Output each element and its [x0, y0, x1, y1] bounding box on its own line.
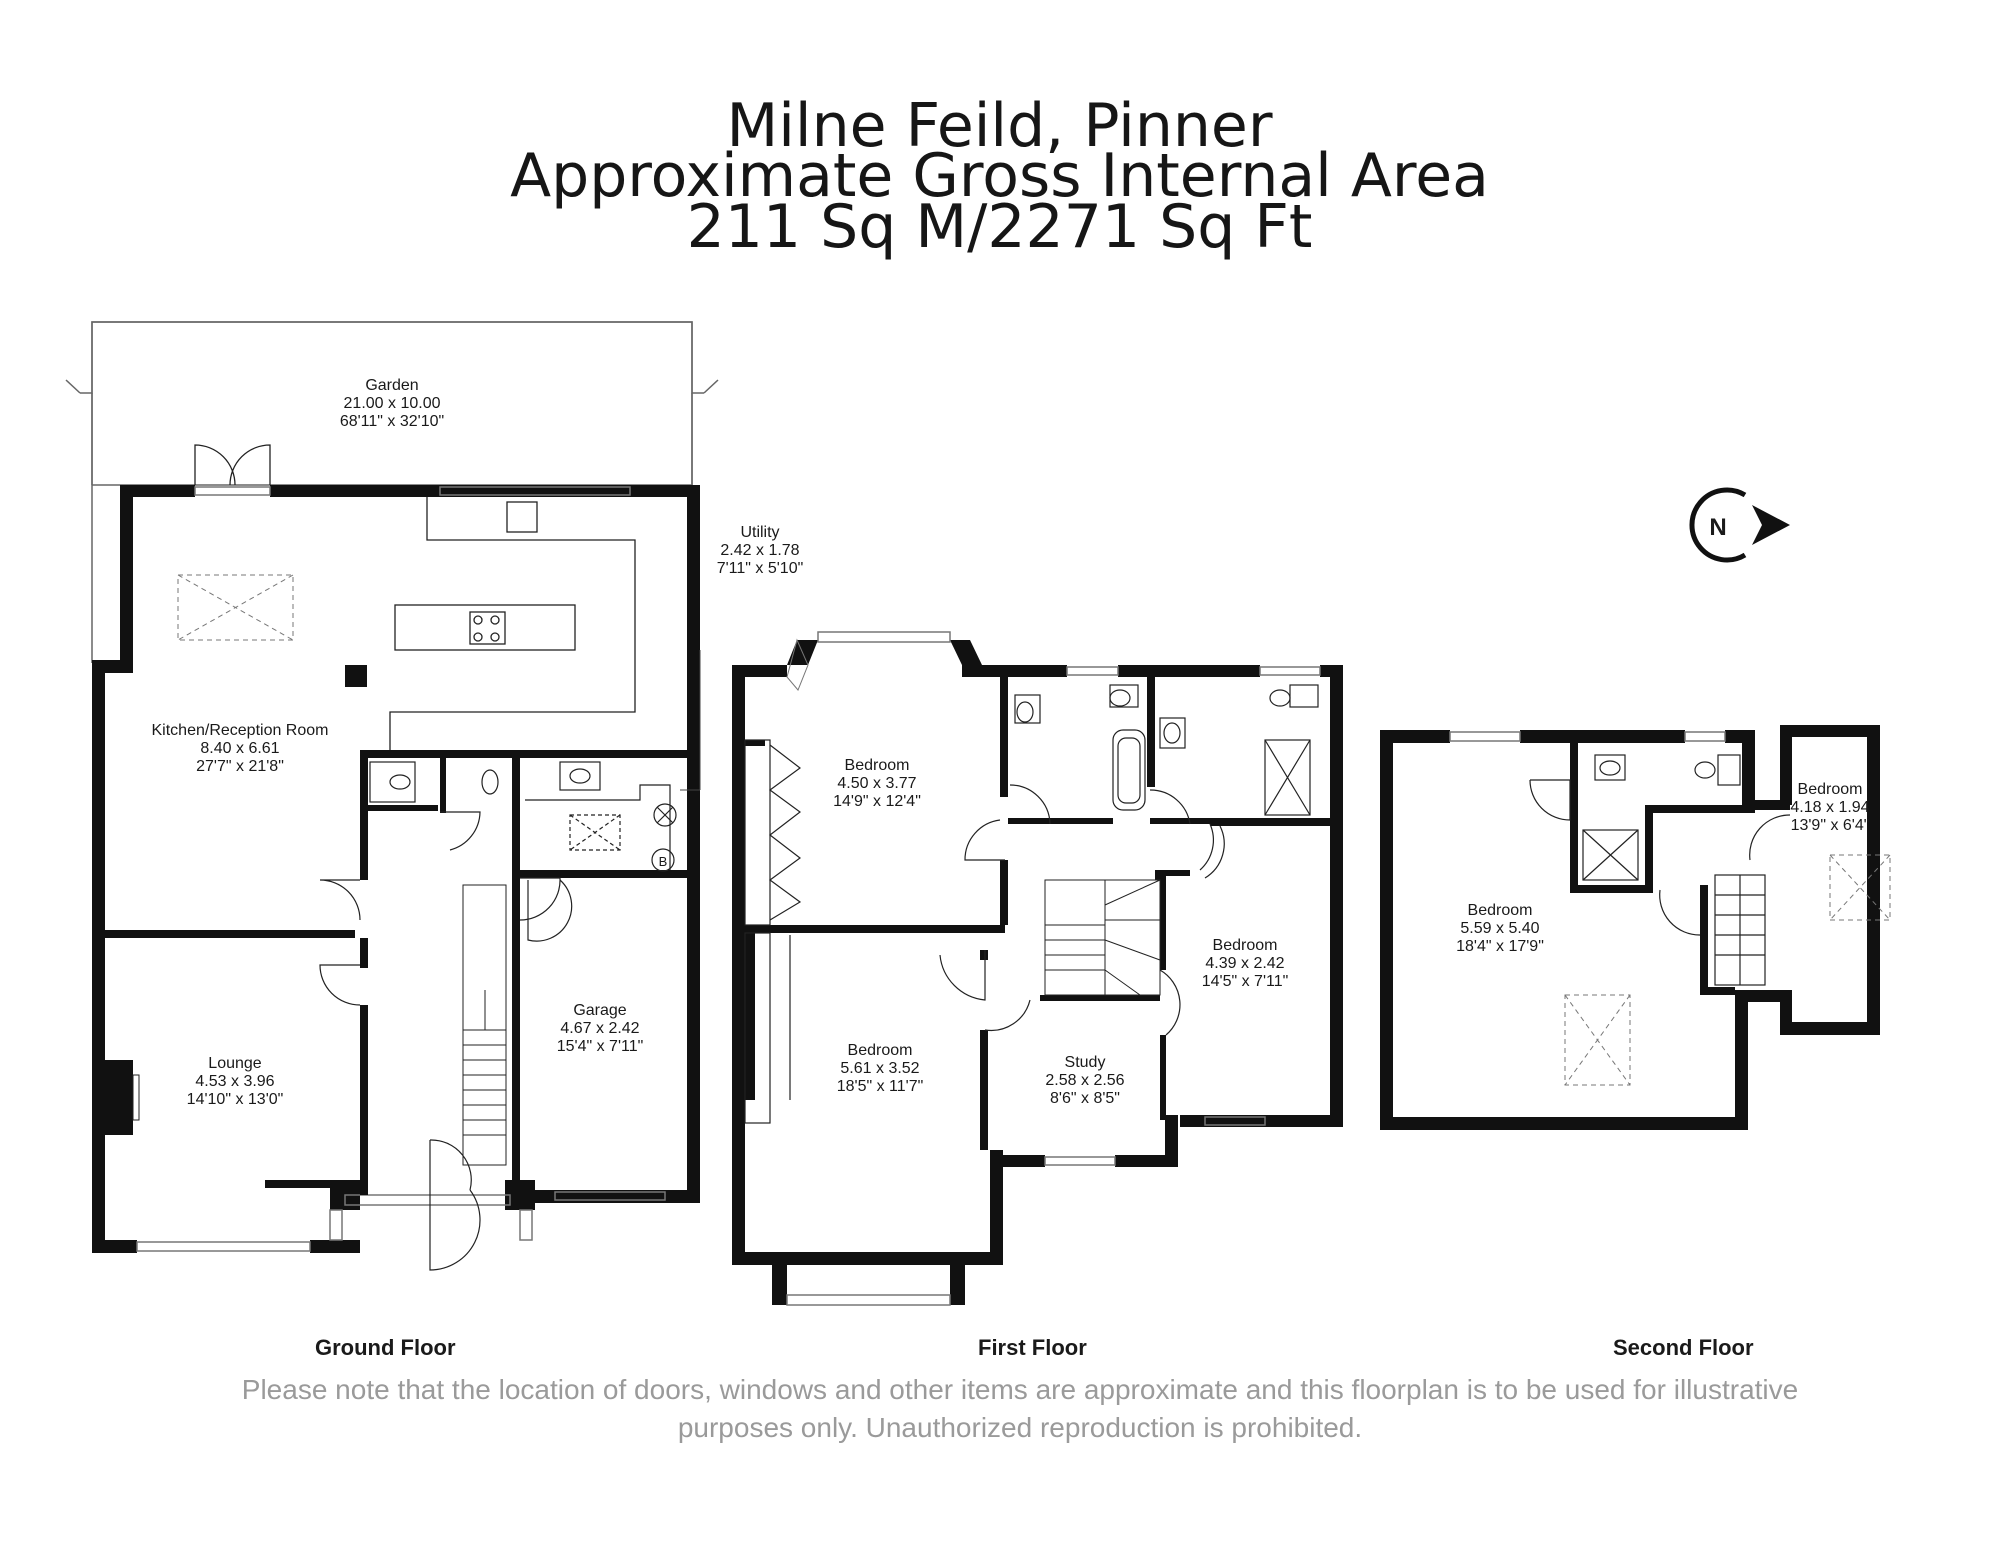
lounge-name: Lounge — [208, 1055, 261, 1072]
title-line-2: Approximate Gross Internal Area — [510, 141, 1489, 211]
kitchen-metric: 8.40 x 6.61 — [200, 740, 279, 757]
garden-french-doors — [194, 444, 271, 486]
second-room-labels: Bedroom 5.59 x 5.40 18'4" x 17'9" Bedroo… — [1456, 781, 1870, 955]
lounge-metric: 4.53 x 3.96 — [195, 1073, 274, 1090]
kitchen-imperial: 27'7" x 21'8" — [196, 758, 284, 775]
garage-name: Garage — [573, 1002, 626, 1019]
garden-name: Garden — [365, 377, 418, 394]
utility-metric: 2.42 x 1.78 — [720, 542, 799, 559]
ff-bedroom-3-imperial: 14'5" x 7'11" — [1202, 973, 1289, 990]
first-outer-walls — [732, 640, 1343, 1305]
utility-imperial: 7'11" x 5'10" — [717, 560, 804, 577]
second-glazing — [1449, 731, 1726, 742]
first-glazing — [786, 631, 1321, 1306]
study-metric: 2.58 x 2.56 — [1045, 1072, 1124, 1089]
ground-door-swings — [319, 811, 573, 1271]
ff-bedroom-1-metric: 4.50 x 3.77 — [837, 775, 916, 792]
study-name: Study — [1065, 1054, 1106, 1071]
title-line-1: Milne Feild, Pinner — [726, 91, 1273, 161]
sf-bedroom-1-metric: 5.59 x 5.40 — [1460, 920, 1539, 937]
ff-bedroom-2-name: Bedroom — [848, 1042, 913, 1059]
garage-metric: 4.67 x 2.42 — [560, 1020, 639, 1037]
first-floor-plan: Bedroom 4.50 x 3.77 14'9" x 12'4" Bedroo… — [732, 631, 1343, 1306]
first-floor-label: First Floor — [978, 1335, 1087, 1360]
study-imperial: 8'6" x 8'5" — [1050, 1090, 1120, 1107]
first-wardrobes — [744, 739, 802, 1124]
sf-bedroom-2-name: Bedroom — [1798, 781, 1863, 798]
utility-name: Utility — [740, 524, 779, 541]
second-floor-plan: Bedroom 5.59 x 5.40 18'4" x 17'9" Bedroo… — [1380, 725, 1891, 1130]
disclaimer-line-2: purposes only. Unauthorized reproduction… — [677, 1412, 1363, 1443]
disclaimer-line-1: Please note that the location of doors, … — [241, 1374, 1799, 1405]
kitchen-name: Kitchen/Reception Room — [152, 722, 329, 739]
ground-outer-walls — [92, 485, 700, 1253]
ground-floor-plan: Garden 21.00 x 10.00 68'11" x 32'10" Uti… — [65, 321, 804, 1271]
boiler-symbol: B — [659, 854, 668, 869]
first-stairs — [1044, 879, 1161, 996]
first-interior-walls — [745, 677, 1335, 1150]
first-door-swings — [939, 784, 1225, 1036]
ff-bedroom-3-name: Bedroom — [1213, 937, 1278, 954]
ff-bedroom-3-metric: 4.39 x 2.42 — [1205, 955, 1284, 972]
compass-letter: N — [1709, 514, 1726, 541]
garden-imperial: 68'11" x 32'10" — [340, 413, 444, 430]
second-interior-walls — [1570, 743, 1755, 995]
ground-room-labels: Garden 21.00 x 10.00 68'11" x 32'10" Uti… — [152, 377, 804, 1108]
ground-wc-fixtures — [369, 761, 677, 872]
lounge-fireplace — [105, 1060, 140, 1135]
sf-bedroom-1-imperial: 18'4" x 17'9" — [1456, 938, 1544, 955]
kitchen-column — [345, 665, 363, 683]
second-floor-label: Second Floor — [1613, 1335, 1754, 1360]
kitchen-skylight — [177, 574, 294, 641]
ff-bedroom-1-imperial: 14'9" x 12'4" — [833, 793, 921, 810]
ground-glazing — [136, 486, 666, 1252]
ff-bedroom-1-name: Bedroom — [845, 757, 910, 774]
compass-north-icon: N — [1689, 487, 1790, 563]
ground-staircase — [462, 884, 507, 1166]
lounge-imperial: 14'10" x 13'0" — [187, 1091, 284, 1108]
sf-bedroom-2-imperial: 13'9" x 6'4" — [1791, 817, 1870, 834]
first-fixtures — [1014, 684, 1319, 816]
second-outer-walls — [1380, 725, 1880, 1130]
second-skylights — [1564, 854, 1891, 1086]
ff-bedroom-2-imperial: 18'5" x 11'7" — [837, 1078, 924, 1095]
ground-floor-label: Ground Floor — [315, 1335, 456, 1360]
garage-imperial: 15'4" x 7'11" — [557, 1038, 644, 1055]
kitchen-units — [389, 497, 636, 750]
sf-bedroom-1-name: Bedroom — [1468, 902, 1533, 919]
ff-bedroom-2-metric: 5.61 x 3.52 — [840, 1060, 919, 1077]
ground-interior-walls — [105, 665, 700, 1195]
second-door-swings — [1529, 779, 1791, 936]
title-line-3: 211 Sq M/2271 Sq Ft — [686, 192, 1313, 262]
garden-metric: 21.00 x 10.00 — [344, 395, 441, 412]
first-room-labels: Bedroom 4.50 x 3.77 14'9" x 12'4" Bedroo… — [833, 757, 1288, 1107]
sf-bedroom-2-metric: 4.18 x 1.94 — [1790, 799, 1869, 816]
second-fixtures — [1582, 754, 1766, 986]
